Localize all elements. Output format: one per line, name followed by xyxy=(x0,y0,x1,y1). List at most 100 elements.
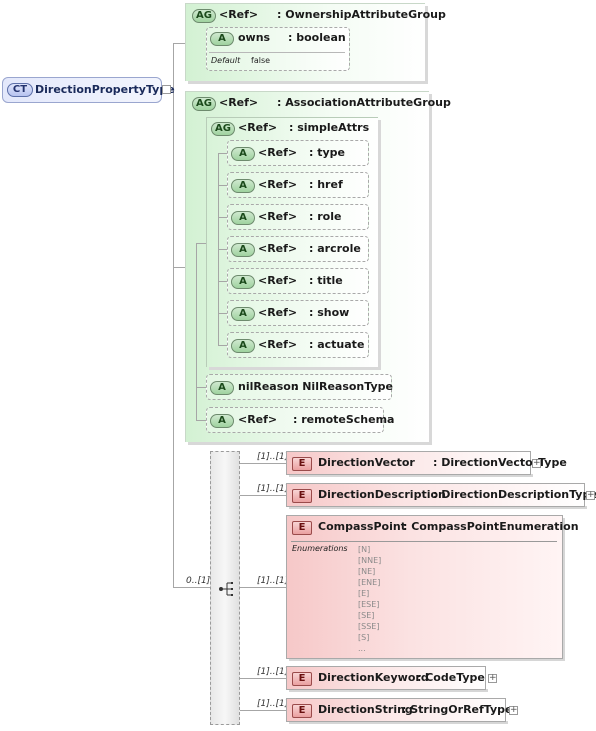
element-icon: E xyxy=(292,457,312,471)
attribute-remoteschema[interactable]: A <Ref> : remoteSchema xyxy=(206,407,394,433)
attr-type: : role xyxy=(309,210,342,223)
el2-type: : DirectionDescriptionType xyxy=(433,488,596,501)
attribute-actuate[interactable]: A <Ref> : actuate xyxy=(227,332,369,358)
el5-connector xyxy=(240,710,286,711)
root-type-name: DirectionPropertyType xyxy=(35,83,175,96)
ag1-shadow-right xyxy=(424,6,428,84)
el3-connector xyxy=(240,587,286,588)
enum-value: [E] xyxy=(358,589,370,598)
el3-type: : CompassPointEnumeration xyxy=(403,520,579,533)
expand-icon[interactable]: + xyxy=(532,458,541,468)
el5-shadow xyxy=(289,721,508,724)
attribute-icon: A xyxy=(231,275,255,289)
attribute-arcrole[interactable]: A <Ref> : arcrole xyxy=(227,236,369,262)
owns-type: : boolean xyxy=(288,31,346,44)
el1-shadow xyxy=(289,474,533,477)
element-icon: E xyxy=(292,489,312,503)
show-connector xyxy=(218,313,227,314)
actuate-connector xyxy=(218,345,227,346)
attr-ref: <Ref> xyxy=(258,274,298,287)
root-complex-type[interactable]: CT DirectionPropertyType xyxy=(2,77,175,103)
default-value: false xyxy=(251,56,271,65)
el2-cardinality: [1]..[1] xyxy=(257,484,289,494)
simple-attrs-shadow-right xyxy=(377,120,381,370)
el1-connector xyxy=(240,463,286,464)
enum-value: [ESE] xyxy=(358,600,380,609)
arcrole-connector xyxy=(218,249,227,250)
el2-name: DirectionDescription xyxy=(318,488,446,501)
element-icon: E xyxy=(292,521,312,535)
element-direction-keyword[interactable]: E DirectionKeyword : CodeType xyxy=(286,666,486,690)
attribute-group-icon: AG xyxy=(192,9,216,23)
enum-value: [S] xyxy=(358,633,370,642)
remoteschema-type: : remoteSchema xyxy=(293,413,395,426)
element-direction-string[interactable]: E DirectionString : StringOrRefType xyxy=(286,698,513,722)
nilreason-type: : NilReasonType xyxy=(294,380,393,393)
expand-icon[interactable]: + xyxy=(586,490,595,500)
enum-value: [NNE] xyxy=(358,556,382,565)
ag2-trunk-line xyxy=(196,243,197,421)
element-icon: E xyxy=(292,704,312,718)
root-collapse-toggle[interactable] xyxy=(162,85,171,94)
attribute-icon: A xyxy=(210,32,234,46)
choice-connector xyxy=(173,587,210,588)
attribute-icon: A xyxy=(210,381,234,395)
enum-value: [SE] xyxy=(358,611,375,620)
element-direction-vector[interactable]: E DirectionVector : DirectionVectorType xyxy=(286,451,567,475)
el1-type: : DirectionVectorType xyxy=(433,456,567,469)
attribute-owns[interactable]: A owns : boolean Default false xyxy=(206,27,350,71)
element-compass-point[interactable]: E CompassPoint : CompassPointEnumeration… xyxy=(286,515,579,659)
attribute-nilreason[interactable]: A nilReason : NilReasonType xyxy=(206,374,393,400)
simple-attrs-shadow xyxy=(209,366,381,370)
attribute-title[interactable]: A <Ref> : title xyxy=(227,268,369,294)
ag2-type: : AssociationAttributeGroup xyxy=(277,96,451,109)
attr-ref: <Ref> xyxy=(258,338,298,351)
ag1-connector xyxy=(173,43,185,44)
simple-attrs-ref: <Ref> xyxy=(238,121,278,134)
nilreason-connector xyxy=(196,387,206,388)
attr-type: : show xyxy=(309,306,350,319)
attr-type: : type xyxy=(309,146,345,159)
attribute-show[interactable]: A <Ref> : show xyxy=(227,300,369,326)
attribute-icon: A xyxy=(231,147,255,161)
complex-type-icon: CT xyxy=(7,83,33,97)
attribute-type[interactable]: A <Ref> : type xyxy=(227,140,369,166)
el4-name: DirectionKeyword xyxy=(318,671,429,684)
attribute-icon: A xyxy=(210,414,234,428)
element-direction-description[interactable]: E DirectionDescription : DirectionDescri… xyxy=(286,483,596,507)
enum-value: [ENE] xyxy=(358,578,381,587)
el2-connector xyxy=(240,495,286,496)
choice-icon xyxy=(219,582,233,596)
el4-cardinality: [1]..[1] xyxy=(257,667,289,677)
expand-icon[interactable]: + xyxy=(509,705,518,715)
ag2-ref: <Ref> xyxy=(219,96,259,109)
simple-attrs-connector xyxy=(196,243,206,244)
el1-cardinality: [1]..[1] xyxy=(257,452,289,462)
attribute-icon: A xyxy=(231,243,255,257)
href-connector xyxy=(218,185,227,186)
attr-ref: <Ref> xyxy=(258,306,298,319)
el2-shadow xyxy=(289,506,587,509)
attr-type: : title xyxy=(309,274,343,287)
attribute-role[interactable]: A <Ref> : role xyxy=(227,204,369,230)
element-icon: E xyxy=(292,672,312,686)
owns-divider xyxy=(209,52,345,53)
el3-cardinality: [1]..[1] xyxy=(257,576,289,586)
attribute-icon: A xyxy=(231,211,255,225)
attribute-href[interactable]: A <Ref> : href xyxy=(227,172,369,198)
attr-ref: <Ref> xyxy=(258,146,298,159)
attr-ref: <Ref> xyxy=(258,210,298,223)
el4-type: : CodeType xyxy=(417,671,485,684)
el3-divider xyxy=(291,541,557,542)
attribute-group-icon: AG xyxy=(192,97,216,111)
el5-type: : StringOrRefType xyxy=(402,703,513,716)
ag1-type: : OwnershipAttributeGroup xyxy=(277,8,446,21)
choice-compositor[interactable] xyxy=(210,451,240,725)
el1-name: DirectionVector xyxy=(318,456,415,469)
attribute-icon: A xyxy=(231,179,255,193)
expand-icon[interactable]: + xyxy=(488,673,497,683)
enum-value: ... xyxy=(358,644,366,653)
ag1-shadow xyxy=(188,80,426,84)
attr-type: : actuate xyxy=(309,338,365,351)
el4-shadow xyxy=(289,689,488,692)
